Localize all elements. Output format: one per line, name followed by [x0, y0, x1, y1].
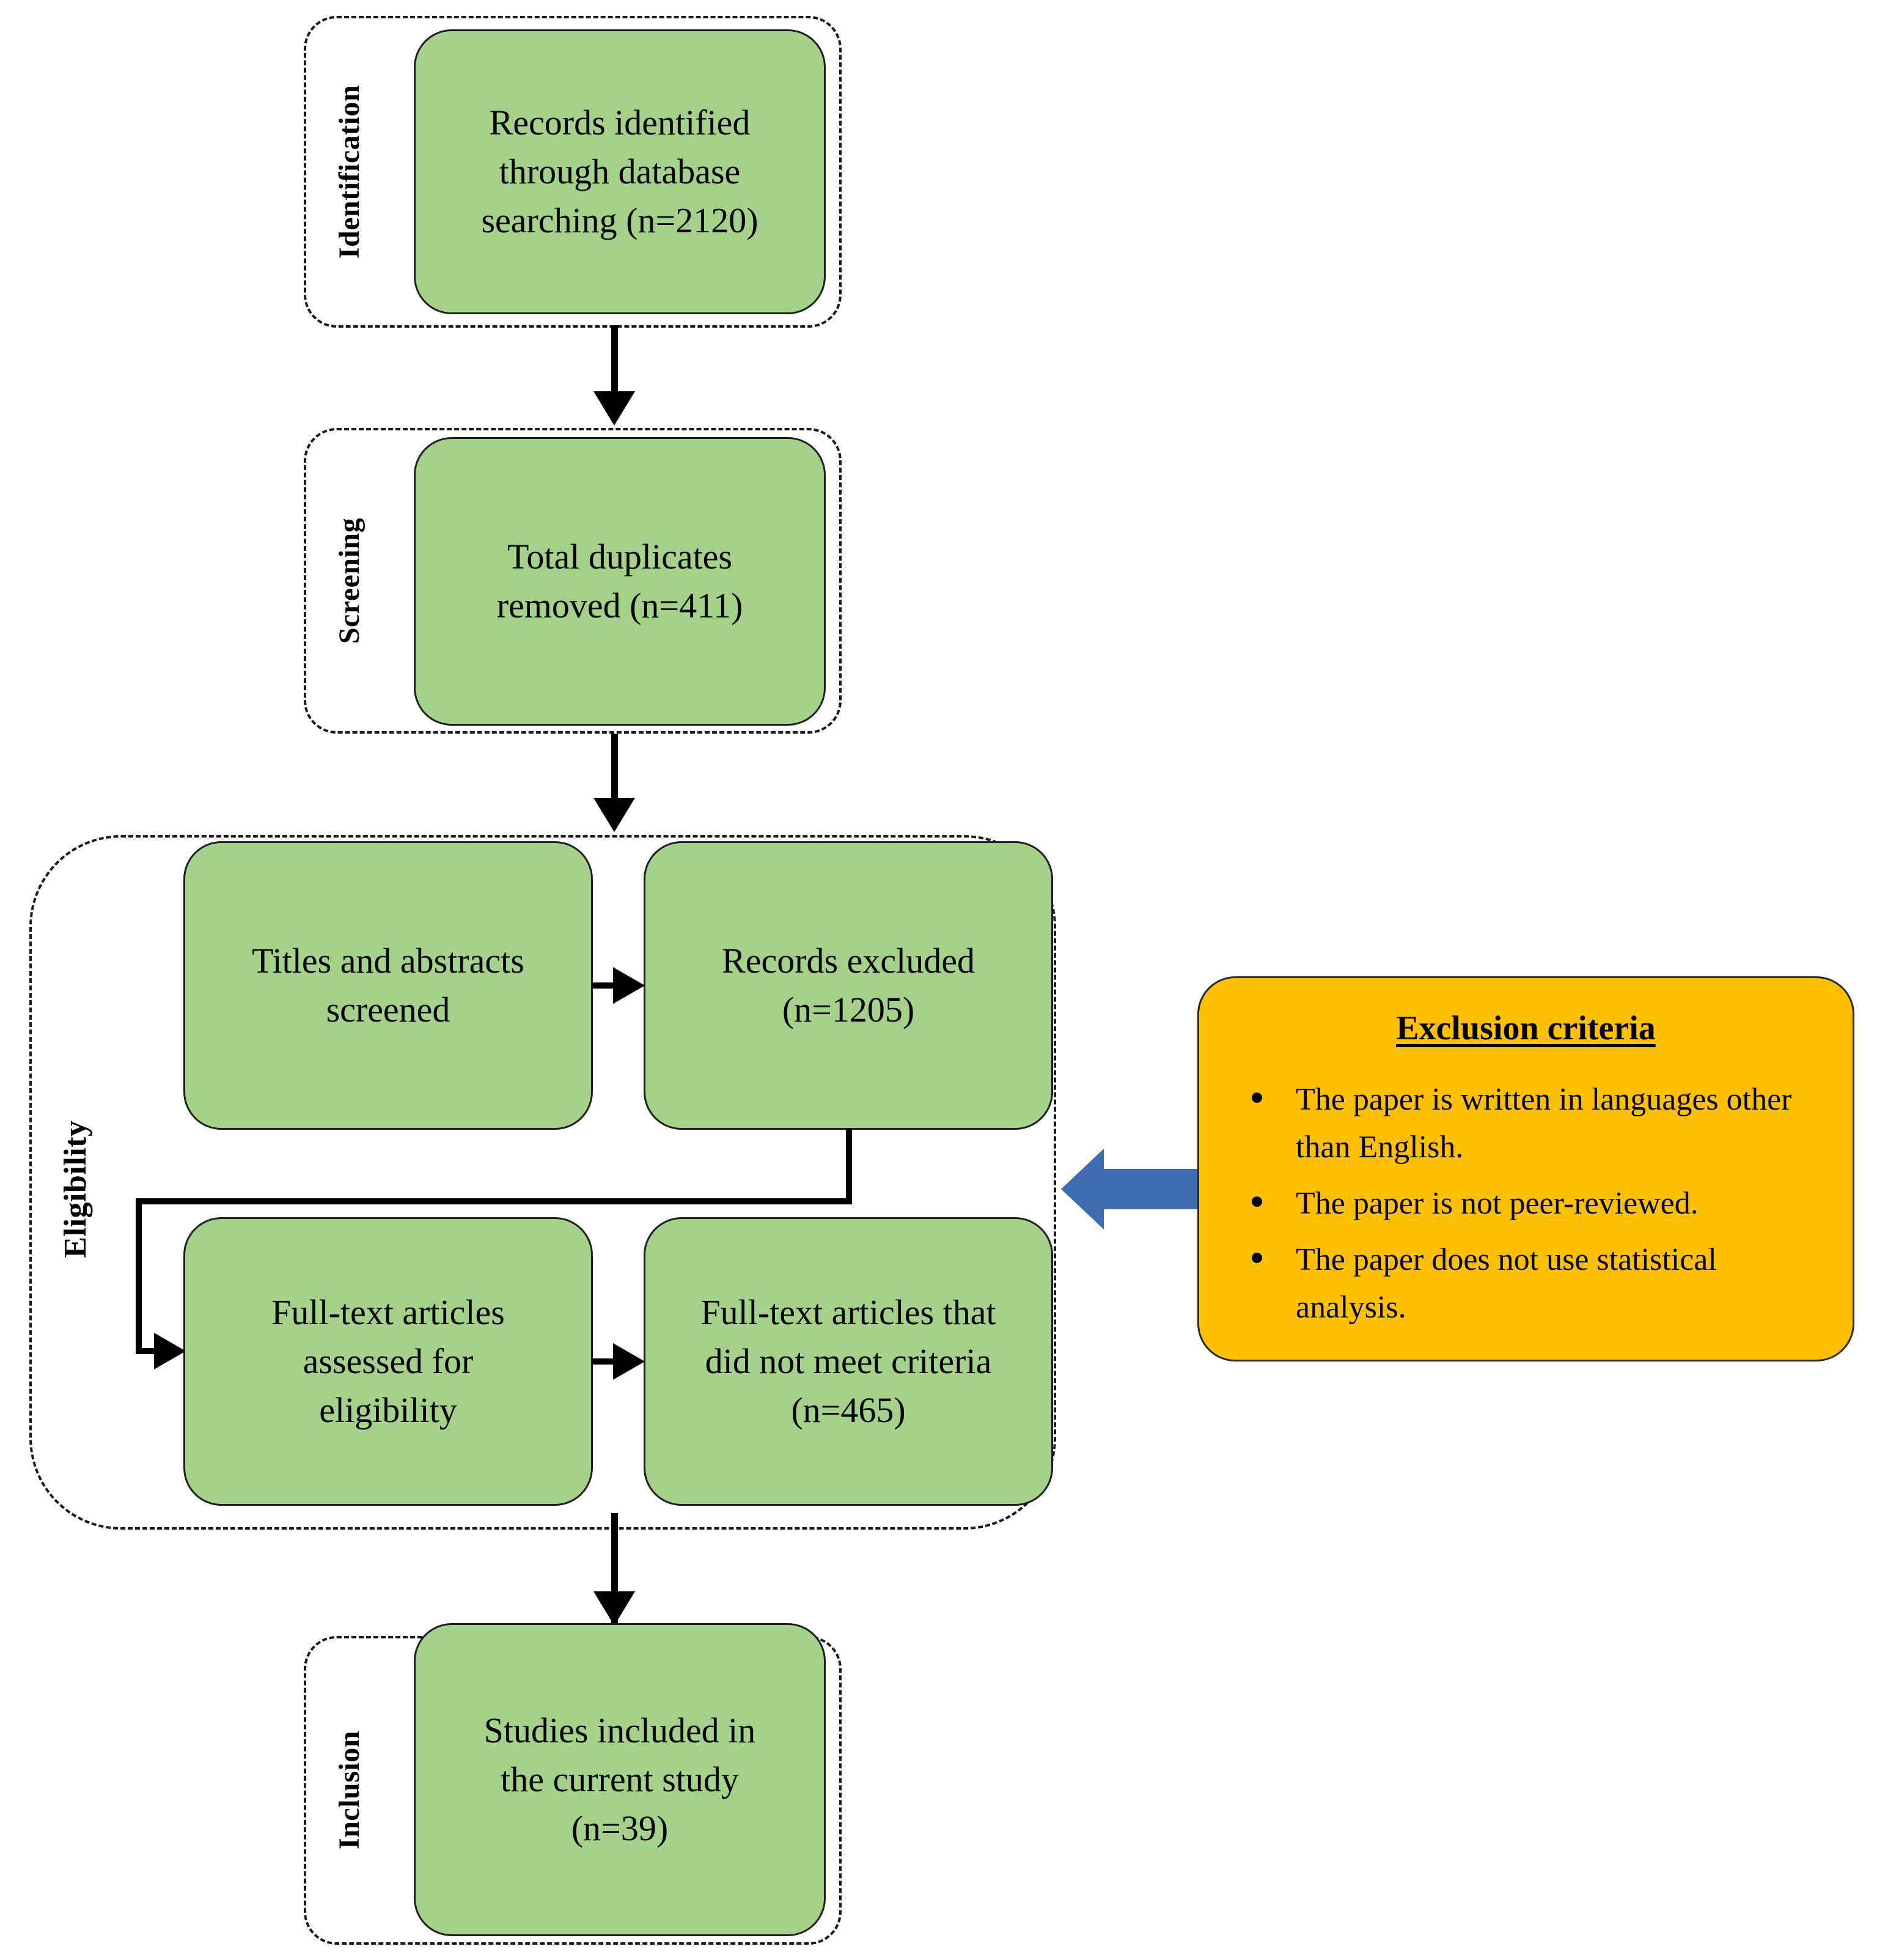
- phase-container-identification: [304, 16, 842, 328]
- node-fulltext-not-met: Full-text articles that did not meet cri…: [644, 1217, 1053, 1506]
- node-studies-included: Studies included in the current study (n…: [414, 1623, 826, 1936]
- blue-left-arrow-icon: [1061, 1135, 1197, 1242]
- connector-excluded-to-fulltext-arrowhead: [154, 1333, 186, 1369]
- connector-excluded-to-fulltext-segment-left: [136, 1198, 852, 1204]
- exclusion-criteria-item: The paper is not peer-reviewed.: [1248, 1180, 1828, 1228]
- phase-container-eligibility: [29, 835, 1056, 1530]
- phase-label-identification: Identification: [333, 84, 365, 259]
- connector-titles-to-excluded-arrowhead: [613, 967, 645, 1004]
- node-line: assessed for: [303, 1341, 474, 1381]
- node-line: did not meet criteria: [705, 1341, 992, 1381]
- connector-excluded-to-fulltext-segment-down: [846, 1129, 852, 1204]
- connector-notmet-to-included-line: [611, 1513, 618, 1623]
- connector-duplicates-to-titles-line: [611, 734, 618, 807]
- node-duplicates-removed: Total duplicates removed (n=411): [414, 437, 826, 726]
- node-line: removed (n=411): [496, 586, 743, 625]
- node-line: Records excluded: [722, 940, 975, 981]
- node-line: Full-text articles: [271, 1292, 505, 1332]
- node-line: eligibility: [319, 1390, 457, 1431]
- node-line: the current study: [501, 1759, 739, 1799]
- exclusion-criteria-title: Exclusion criteria: [1396, 1009, 1656, 1047]
- node-fulltext-assessed: Full-text articles assessed for eligibil…: [183, 1217, 593, 1506]
- exclusion-criteria-list: The paper is written in languages other …: [1224, 1076, 1828, 1332]
- connector-identified-to-duplicates-arrowhead: [593, 391, 635, 426]
- connector-excluded-to-fulltext-segment-right: [136, 1348, 167, 1354]
- node-line: through database: [499, 151, 741, 191]
- connector-titles-to-excluded-line: [592, 982, 630, 989]
- connector-fulltext-to-notmet-line: [592, 1358, 630, 1365]
- node-line: Total duplicates: [507, 536, 732, 577]
- node-line: screened: [326, 990, 450, 1030]
- node-line: (n=39): [571, 1808, 669, 1849]
- exclusion-criteria-item: The paper does not use statistical analy…: [1248, 1236, 1828, 1332]
- node-line: Titles and abstracts: [252, 940, 524, 981]
- connector-duplicates-to-titles-arrowhead: [593, 798, 635, 832]
- phase-label-screening: Screening: [333, 517, 365, 644]
- phase-container-screening: [304, 428, 842, 734]
- connector-excluded-to-fulltext-segment-down2: [136, 1198, 142, 1354]
- node-records-excluded: Records excluded (n=1205): [644, 841, 1053, 1130]
- node-titles-abstracts-screened: Titles and abstracts screened: [183, 841, 593, 1130]
- node-line: (n=465): [791, 1390, 906, 1431]
- connector-notmet-to-included-arrowhead: [593, 1591, 635, 1626]
- node-records-identified: Records identified through database sear…: [414, 29, 826, 314]
- phase-label-eligibility: Eligibility: [58, 1120, 93, 1258]
- exclusion-criteria-item: The paper is written in languages other …: [1248, 1076, 1828, 1171]
- node-line: Records identified: [489, 102, 751, 142]
- connector-identified-to-duplicates-line: [611, 325, 618, 399]
- connector-fulltext-to-notmet-arrowhead: [613, 1343, 645, 1380]
- node-line: (n=1205): [782, 990, 915, 1030]
- phase-label-inclusion: Inclusion: [333, 1731, 365, 1849]
- node-line: searching (n=2120): [481, 201, 759, 241]
- exclusion-criteria-box: Exclusion criteria The paper is written …: [1197, 976, 1854, 1361]
- node-line: Full-text articles that: [700, 1292, 996, 1332]
- node-line: Studies included in: [483, 1710, 756, 1750]
